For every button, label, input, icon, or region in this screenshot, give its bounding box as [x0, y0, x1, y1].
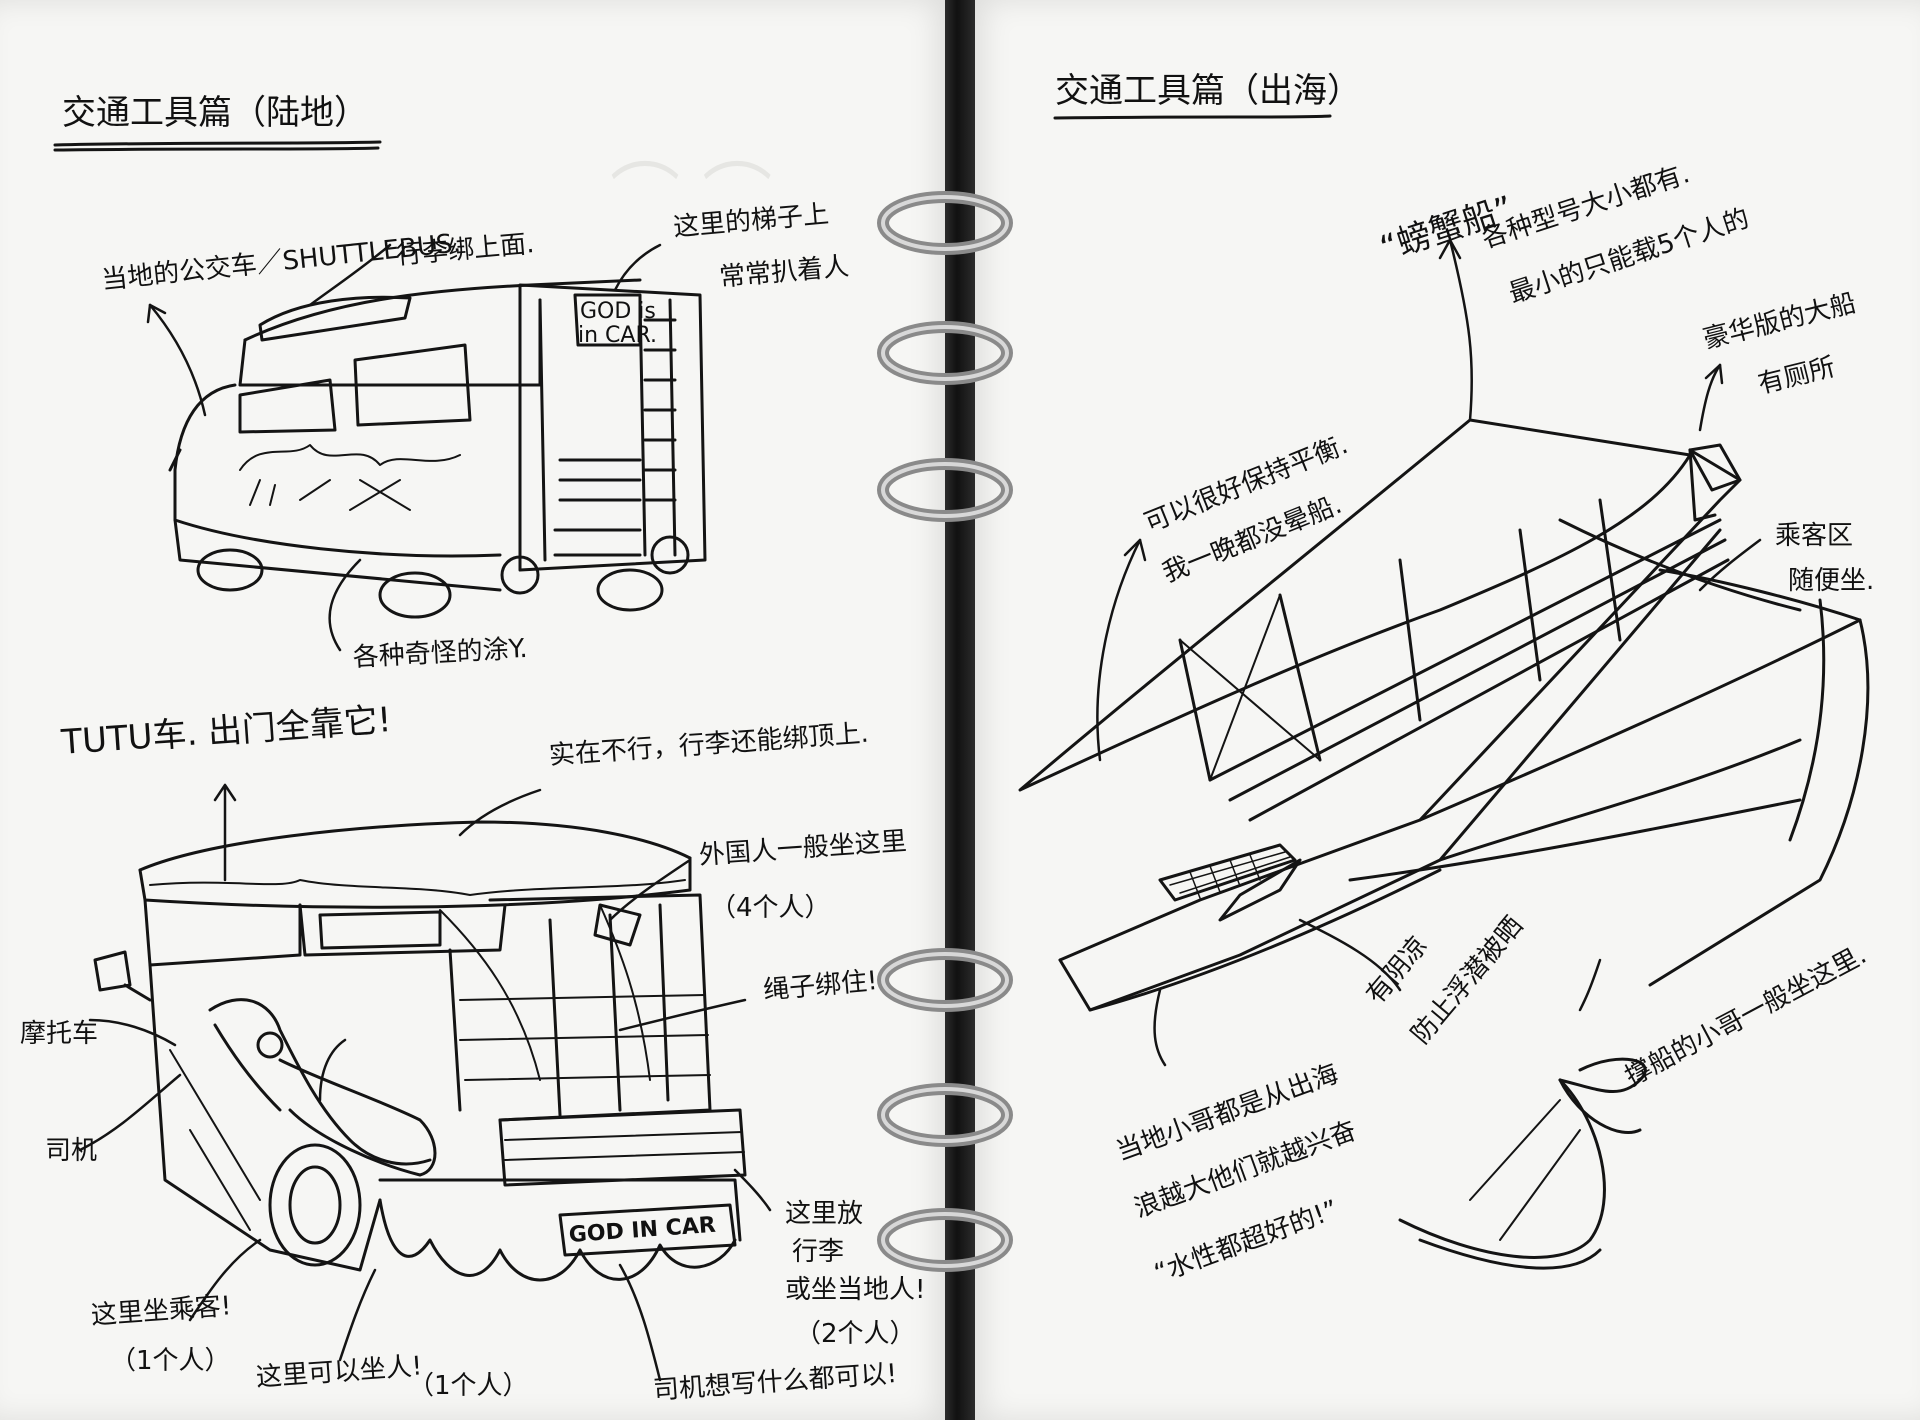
binder-ring-1: [870, 178, 1020, 268]
count-passenger: （1个人）: [110, 1346, 231, 1376]
label-motorbike: 摩托车: [20, 1019, 99, 1049]
bus-sign-line-2: in CAR.: [578, 323, 657, 348]
count-sit-here: （1个人）: [408, 1371, 529, 1401]
bus-drawing: [168, 278, 707, 619]
binder-ring-6: [870, 1195, 1020, 1285]
bus-arrows: [146, 243, 662, 652]
left-page-title: 交通工具篇（陆地）: [62, 93, 368, 133]
tutu-drawing: [93, 820, 747, 1282]
right-page: [965, 0, 1920, 1420]
notebook-gutter: [945, 0, 975, 1420]
binder-ring-3: [870, 445, 1020, 535]
label-luggage-3: 或坐当地人!: [785, 1275, 926, 1305]
label-passenger-area-1: 乘客区: [1775, 521, 1854, 551]
binder-ring-5: [870, 1070, 1020, 1160]
tutu-arrows: [78, 783, 772, 1382]
label-driver: 司机: [45, 1136, 98, 1166]
left-page: [0, 0, 955, 1420]
binder-ring-2: [870, 308, 1020, 398]
crab-boat-drawing: [1018, 418, 1870, 1270]
label-luggage-2: 行李: [792, 1237, 845, 1267]
right-page-title: 交通工具篇（出海）: [1055, 71, 1361, 111]
bleed-through-marks: ⌒ ⌒: [610, 155, 773, 237]
count-foreigners: （4个人）: [710, 893, 831, 923]
boat-arrows: [1096, 238, 1762, 1067]
count-luggage: （2个人）: [795, 1319, 916, 1349]
title-underline-right: [1053, 114, 1332, 120]
binder-ring-4: [870, 935, 1020, 1025]
title-underline-left: [53, 140, 382, 152]
bus-sign-line-1: GOD is: [580, 299, 656, 324]
label-luggage-1: 这里放: [785, 1199, 864, 1229]
label-passenger-area-2: 随便坐.: [1788, 566, 1875, 596]
